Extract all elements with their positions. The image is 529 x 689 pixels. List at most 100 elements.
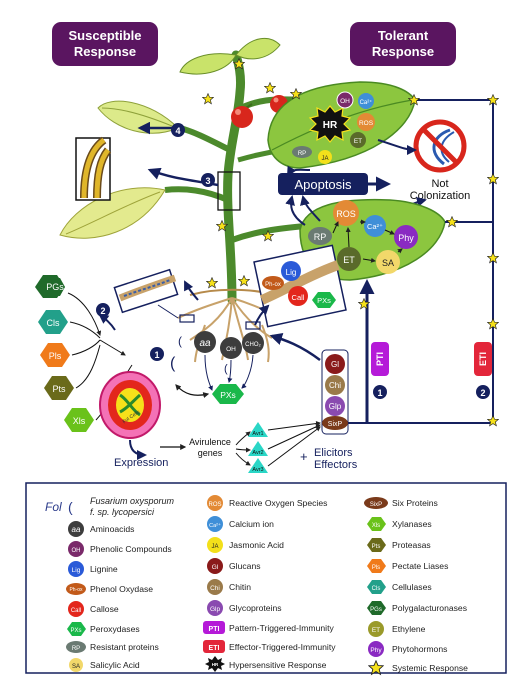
legend-col1: aa Aminoacids OH Phenolic Compounds Lig …: [66, 521, 172, 672]
svg-text:aa: aa: [199, 338, 211, 349]
legend-fol-name-line2: f. sp. lycopersici: [90, 507, 155, 517]
svg-text:PXs: PXs: [317, 296, 331, 305]
svg-text:SA: SA: [72, 664, 80, 670]
enzyme-xls: Xls: [64, 408, 94, 432]
svg-text:JA: JA: [321, 156, 328, 162]
zoom-badge-phox: Ph-ox: [262, 276, 284, 290]
pti-label: PTI: [375, 352, 385, 366]
svg-text:1: 1: [377, 388, 382, 398]
badge-rp: RP: [292, 146, 312, 158]
not-colonization-icon: [413, 119, 467, 173]
legend-fol-name-line1: Fusarium oxysporum: [90, 496, 175, 506]
step-2: 2: [96, 303, 110, 317]
pti-badge: PTI: [371, 342, 389, 376]
legend-item-resistant-proteins: RP Resistant proteins: [66, 641, 159, 653]
legend-item-glucans: Gl Glucans: [207, 558, 261, 574]
apoptosis-label: Apoptosis: [294, 177, 352, 192]
svg-text:Pts: Pts: [52, 384, 66, 394]
upper-leaf-badges: OH Ca²⁺ ROS ET JA RP: [292, 91, 375, 164]
svg-text:Xls: Xls: [73, 416, 86, 426]
badge-ja: JA: [318, 150, 332, 164]
svg-text:Phy: Phy: [370, 647, 382, 654]
svg-text:Gl: Gl: [212, 564, 219, 571]
svg-text:RP: RP: [72, 646, 80, 652]
svg-text:2: 2: [100, 306, 105, 316]
svg-text:Pts: Pts: [372, 544, 381, 550]
svg-text:SixP: SixP: [328, 421, 343, 428]
svg-text:ROS: ROS: [336, 209, 356, 219]
svg-text:Pectate Liases: Pectate Liases: [392, 561, 448, 571]
enzyme-pts: Pts: [44, 376, 74, 400]
avr-1: Avr1: [248, 422, 268, 437]
svg-text:4: 4: [175, 126, 180, 136]
svg-text:Xls: Xls: [372, 523, 380, 529]
svg-text:aa: aa: [72, 525, 81, 534]
svg-text:Glycoproteins: Glycoproteins: [229, 603, 282, 613]
legend-item-salicylic-acid: SA Salicylic Acid: [69, 658, 140, 672]
star: [238, 275, 250, 287]
svg-text:Aminoacids: Aminoacids: [90, 524, 134, 534]
xylem-zoom-box: [75, 136, 112, 201]
mid-badge-sa: SA: [376, 250, 400, 274]
svg-text:Lig: Lig: [286, 268, 297, 277]
star: [206, 277, 218, 289]
svg-text:Callose: Callose: [90, 604, 119, 614]
star: [487, 415, 499, 427]
legend-item-calcium: Ca²⁺ Calcium ion: [207, 516, 274, 532]
zoom-badge-lig: Lig: [281, 261, 301, 281]
svg-text:ET: ET: [343, 255, 355, 265]
svg-text:PGs: PGs: [370, 607, 382, 613]
svg-text:Reactive Oxygen Species: Reactive Oxygen Species: [229, 498, 327, 508]
pamp-gl: Gl: [325, 354, 345, 374]
root-zoom-left: [113, 268, 179, 314]
svg-text:JA: JA: [211, 544, 218, 550]
legend-item-phenol-oxydase: Ph-ox Phenol Oxydase: [66, 583, 153, 595]
not-colonization-line1: Not: [431, 178, 448, 190]
pamp-badges: Gl Chi Glp SixP: [321, 349, 349, 435]
legend-item-proteasas: Pts Proteasas: [367, 538, 431, 552]
svg-text:Chitin: Chitin: [229, 582, 251, 592]
avirulence-line2: genes: [198, 448, 223, 458]
svg-text:Glucans: Glucans: [229, 561, 261, 571]
enzyme-pls: Pls: [40, 343, 70, 367]
svg-text:Proteasas: Proteasas: [392, 540, 431, 550]
svg-text:Ca²⁺: Ca²⁺: [209, 522, 221, 529]
svg-text:Phenol Oxydase: Phenol Oxydase: [90, 584, 153, 594]
mid-badge-rp: RP: [308, 227, 332, 245]
legend-item-callose: Call Callose: [68, 601, 119, 617]
svg-text:OH: OH: [226, 346, 236, 353]
svg-text:Phytohormons: Phytohormons: [392, 644, 447, 654]
tolerant-response-header: Tolerant Response: [350, 22, 456, 66]
tolerant-header-line1: Tolerant: [378, 28, 429, 43]
legend-item-polygalacturonases: PGs Polygalacturonases: [367, 601, 467, 615]
legend-item-glycoproteins: Glp Glycoproteins: [207, 600, 282, 616]
svg-text:Xylanases: Xylanases: [392, 519, 432, 529]
badge-et: ET: [350, 132, 366, 148]
svg-text:Lignine: Lignine: [90, 564, 118, 574]
enzyme-pgs: PGs: [35, 275, 65, 298]
susceptible-header-line2: Response: [74, 44, 136, 59]
enzyme-cls: Cls: [38, 310, 68, 334]
svg-text:2: 2: [480, 388, 485, 398]
legend-item-ros: ROS Reactive Oxygen Species: [207, 495, 327, 511]
svg-text:Chi: Chi: [329, 381, 341, 390]
fol-crescent-3: (: [224, 363, 228, 375]
svg-text:RP: RP: [298, 151, 306, 157]
svg-text:Jasmonic Acid: Jasmonic Acid: [229, 540, 284, 550]
svg-text:Cls: Cls: [372, 586, 381, 592]
tolerant-header-line2: Response: [372, 44, 434, 59]
zoom-badge-pxs: PXs: [312, 292, 336, 308]
legend-item-ethylene: ET Ethylene: [368, 621, 426, 637]
svg-text:Systemic Response: Systemic Response: [392, 663, 468, 673]
svg-text:Resistant proteins: Resistant proteins: [90, 642, 159, 652]
legend-item-eti: ETI Effector-Triggered-Immunity: [203, 640, 336, 653]
svg-text:PXs: PXs: [220, 390, 236, 400]
badge-ros: ROS: [357, 113, 375, 131]
svg-text:Avr2: Avr2: [252, 450, 263, 456]
svg-text:Six Proteins: Six Proteins: [392, 498, 438, 508]
step-3: 3: [201, 173, 215, 187]
mid-badge-et: ET: [337, 247, 361, 271]
legend-item-pti: PTI Pattern-Triggered-Immunity: [203, 621, 334, 634]
svg-text:1: 1: [154, 350, 159, 360]
root-badge-pxs: PXs: [212, 384, 244, 404]
